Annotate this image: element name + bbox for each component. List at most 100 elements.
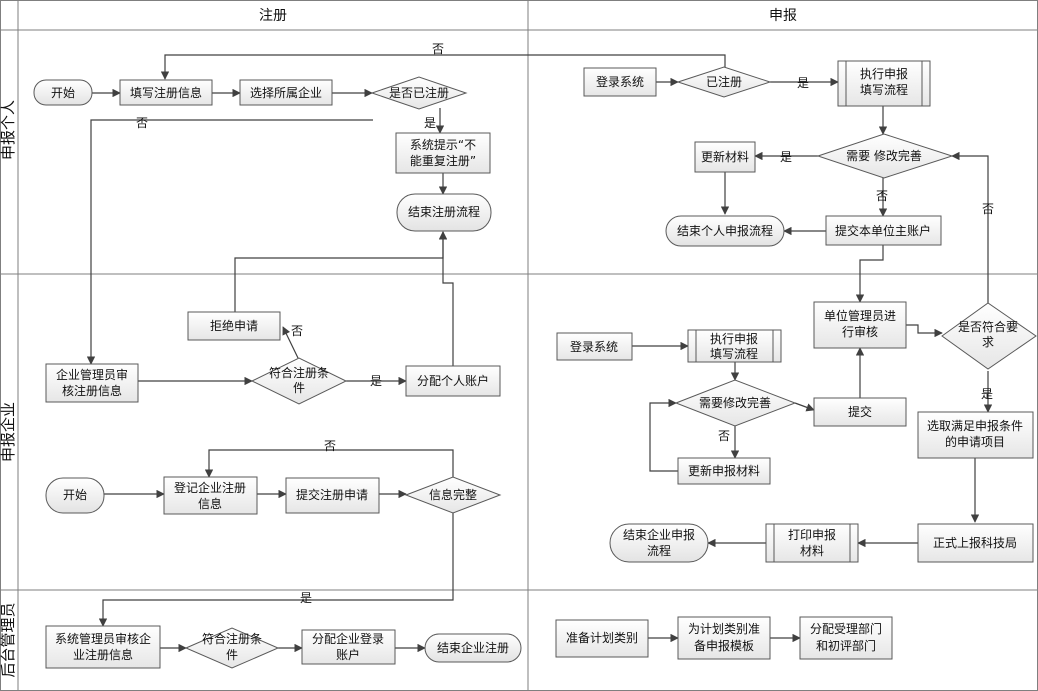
svg-text:已注册: 已注册	[706, 74, 742, 89]
svg-text:为计划类别准: 为计划类别准	[688, 622, 760, 636]
column-header-apply: 申报	[769, 8, 797, 24]
svg-text:系统提示“不: 系统提示“不	[410, 137, 476, 152]
svg-text:流程: 流程	[647, 543, 671, 558]
svg-text:业注册信息: 业注册信息	[73, 647, 133, 662]
node-unit-admin-review: 单位管理员进 行审核	[813, 301, 907, 349]
svg-text:账户: 账户	[336, 647, 360, 662]
svg-text:拒绝申请: 拒绝申请	[210, 318, 258, 333]
node-sys-admin-review: 系统管理员审核企 业注册信息	[45, 625, 161, 669]
svg-text:结束企业申报: 结束企业申报	[623, 527, 695, 542]
edge-label-yes: 是	[300, 591, 312, 605]
edge-label-no: 否	[136, 116, 148, 130]
svg-text:核注册信息: 核注册信息	[62, 383, 122, 398]
svg-text:填写注册信息: 填写注册信息	[130, 85, 202, 100]
node-select-company: 选择所属企业	[239, 79, 333, 106]
svg-text:是否符合要: 是否符合要	[958, 319, 1018, 334]
node-register-enterprise: 登记企业注册 信息	[163, 476, 258, 515]
svg-text:更新材料: 更新材料	[701, 149, 749, 164]
node-meet-condition-admin: 符合注册条 件	[184, 627, 280, 669]
node-already-registered: 已注册	[676, 66, 772, 98]
svg-text:开始: 开始	[51, 86, 75, 100]
svg-text:开始: 开始	[63, 488, 87, 502]
svg-text:登记企业注册: 登记企业注册	[174, 480, 246, 495]
svg-text:的申请项目: 的申请项目	[945, 434, 1005, 449]
svg-text:提交本单位主账户: 提交本单位主账户	[835, 223, 931, 238]
node-exec-fill-enterprise: 执行申报 填写流程	[687, 329, 782, 363]
edge-label-yes: 是	[370, 374, 382, 388]
svg-text:行审核: 行审核	[842, 324, 878, 339]
svg-text:单位管理员进: 单位管理员进	[824, 308, 896, 323]
node-need-modify-enterprise: 需要修改完善	[674, 379, 797, 427]
node-system-prompt: 系统提示“不 能重复注册”	[395, 132, 491, 174]
svg-text:能重复注册”: 能重复注册”	[410, 153, 476, 168]
svg-text:登录系统: 登录系统	[596, 74, 644, 89]
node-formal-report: 正式上报科技局	[917, 523, 1034, 563]
node-meets-requirement: 是否符合要 求	[941, 302, 1037, 370]
svg-text:准备计划类别: 准备计划类别	[566, 631, 638, 645]
node-ent-admin-review: 企业管理员审 核注册信息	[45, 363, 139, 403]
edge-label-yes: 是	[797, 76, 809, 90]
edge-label-no: 否	[324, 439, 336, 453]
svg-text:结束个人申报流程: 结束个人申报流程	[677, 223, 773, 238]
node-submit-register: 提交注册申请	[285, 477, 380, 514]
svg-text:分配受理部门: 分配受理部门	[810, 621, 882, 636]
node-update-apply-material: 更新申报材料	[677, 457, 771, 485]
svg-text:提交注册申请: 提交注册申请	[296, 487, 368, 502]
node-assign-departments: 分配受理部门 和初评部门	[799, 616, 893, 660]
node-start-enterprise: 开始	[45, 477, 105, 514]
edge-label-no: 否	[876, 189, 888, 203]
column-header-register: 注册	[259, 8, 287, 24]
edge-labels: 否 是 否 是 是 否 否 否 是 否 是 否 是	[136, 42, 994, 605]
edge-label-no: 否	[291, 324, 303, 338]
node-info-complete: 信息完整	[404, 476, 502, 514]
edge-label-no: 否	[718, 429, 730, 443]
svg-text:执行申报: 执行申报	[710, 331, 758, 346]
node-submit: 提交	[813, 397, 907, 427]
node-end-enterprise-register: 结束企业注册	[424, 633, 522, 663]
svg-text:信息: 信息	[198, 496, 222, 511]
svg-text:备申报模板: 备申报模板	[694, 638, 754, 653]
edge-label-no: 否	[982, 202, 994, 216]
node-login-enterprise: 登录系统	[556, 332, 633, 361]
node-print-material: 打印申报 材料	[765, 523, 859, 563]
edge-label-yes: 是	[424, 116, 436, 130]
svg-text:系统管理员审核企: 系统管理员审核企	[55, 631, 151, 646]
svg-text:符合注册条: 符合注册条	[269, 365, 329, 380]
svg-text:和初评部门: 和初评部门	[816, 638, 876, 653]
node-assign-personal-account: 分配个人账户	[405, 365, 501, 397]
svg-text:提交: 提交	[848, 404, 872, 419]
node-select-project: 选取满足申报条件 的申请项目	[917, 411, 1034, 459]
svg-text:分配个人账户: 分配个人账户	[417, 373, 489, 388]
svg-text:填写流程: 填写流程	[860, 82, 908, 97]
edge-label-no: 否	[432, 42, 444, 56]
svg-text:登录系统: 登录系统	[570, 339, 618, 354]
svg-text:选择所属企业: 选择所属企业	[250, 85, 322, 100]
node-submit-main-account: 提交本单位主账户	[825, 215, 942, 246]
svg-text:材料: 材料	[800, 544, 824, 558]
svg-text:打印申报: 打印申报	[788, 527, 836, 542]
node-end-enterprise-apply: 结束企业申报 流程	[609, 523, 709, 563]
svg-text:件: 件	[293, 381, 305, 395]
svg-text:执行申报: 执行申报	[860, 66, 908, 81]
edge-label-yes: 是	[780, 150, 792, 164]
node-exec-fill-personal: 执行申报 填写流程	[837, 60, 931, 107]
svg-text:分配企业登录: 分配企业登录	[312, 631, 384, 646]
node-prepare-plan-category: 准备计划类别	[555, 619, 649, 658]
svg-text:选取满足申报条件: 选取满足申报条件	[927, 418, 1023, 433]
svg-text:符合注册条: 符合注册条	[202, 631, 262, 646]
node-meet-condition: 符合注册条 件	[250, 357, 348, 405]
node-is-registered: 是否已注册	[370, 76, 468, 110]
svg-text:信息完整: 信息完整	[429, 487, 477, 502]
node-assign-enterprise-login: 分配企业登录 账户	[301, 629, 396, 665]
svg-text:是否已注册: 是否已注册	[389, 85, 449, 100]
svg-text:件: 件	[226, 648, 238, 662]
connectors	[86, 54, 993, 653]
svg-text:求: 求	[982, 335, 994, 349]
svg-text:需要修改完善: 需要修改完善	[699, 395, 771, 410]
svg-text:填写流程: 填写流程	[710, 346, 758, 361]
node-update-material: 更新材料	[694, 141, 756, 173]
svg-text:结束企业注册: 结束企业注册	[437, 640, 509, 655]
node-reject-apply: 拒绝申请	[187, 311, 281, 341]
node-fill-register-info: 填写注册信息	[119, 79, 213, 106]
